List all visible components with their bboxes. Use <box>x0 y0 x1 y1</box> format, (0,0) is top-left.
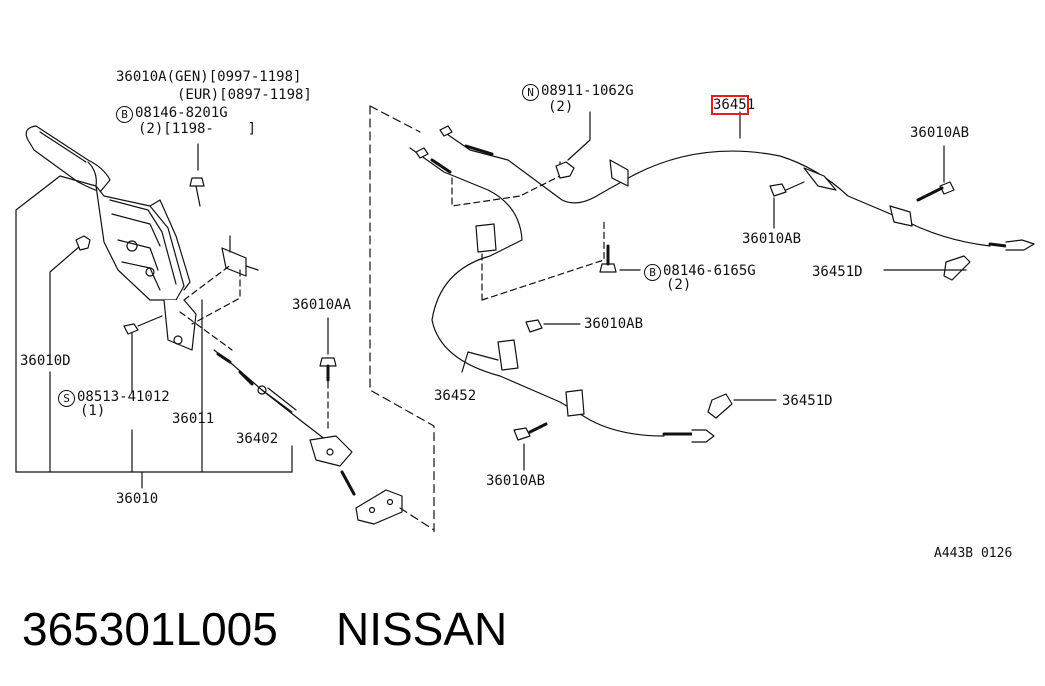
label-08146-8201G-text: 08146-8201G <box>135 105 228 121</box>
label-08513-41012-qty: (1) <box>80 403 106 419</box>
circle-n-icon: N <box>522 84 539 101</box>
label-36010A-gen: 36010A(GEN)[0997-1198] <box>116 69 302 85</box>
label-36402: 36402 <box>236 431 279 447</box>
label-36451D-2: 36451D <box>782 393 833 409</box>
label-36010: 36010 <box>116 491 159 507</box>
brake-lever-assembly <box>15 125 403 525</box>
label-36011: 36011 <box>172 411 215 427</box>
label-36010AB-4: 36010AB <box>486 473 546 489</box>
label-08911-1062G-qty: (2) <box>548 99 574 115</box>
highlighted-part: 3645 <box>711 95 749 115</box>
rear-cable-assembly <box>409 111 1035 471</box>
label-36010AB-1: 36010AB <box>910 125 970 141</box>
label-08146-8201G-qty: (2)[1198- ] <box>138 121 257 137</box>
label-36010AA: 36010AA <box>292 297 352 313</box>
label-36451-tail: 1 <box>746 97 756 113</box>
diagram-ref-code: A443B 0126 <box>934 546 1013 561</box>
circle-b-icon: B <box>116 106 133 123</box>
label-08513-41012-text: 08513-41012 <box>77 389 170 405</box>
label-36010AB-2: 36010AB <box>742 231 802 247</box>
label-36451: 36451 <box>711 95 756 115</box>
circle-s-icon: S <box>58 390 75 407</box>
label-36010AB-3: 36010AB <box>584 316 644 332</box>
label-08146-6165G-text: 08146-6165G <box>663 263 756 279</box>
label-36451D-1: 36451D <box>812 264 863 280</box>
label-08146-6165G-qty: (2) <box>666 277 692 293</box>
label-36452: 36452 <box>434 388 477 404</box>
part-number: 365301L005 <box>22 603 278 655</box>
brand-name: NISSAN <box>336 603 508 655</box>
circle-b-icon: B <box>644 264 661 281</box>
label-08911-1062G-text: 08911-1062G <box>541 83 634 99</box>
label-36010D: 36010D <box>20 353 71 369</box>
label-36010A-eur: (EUR)[0897-1198] <box>177 87 312 103</box>
